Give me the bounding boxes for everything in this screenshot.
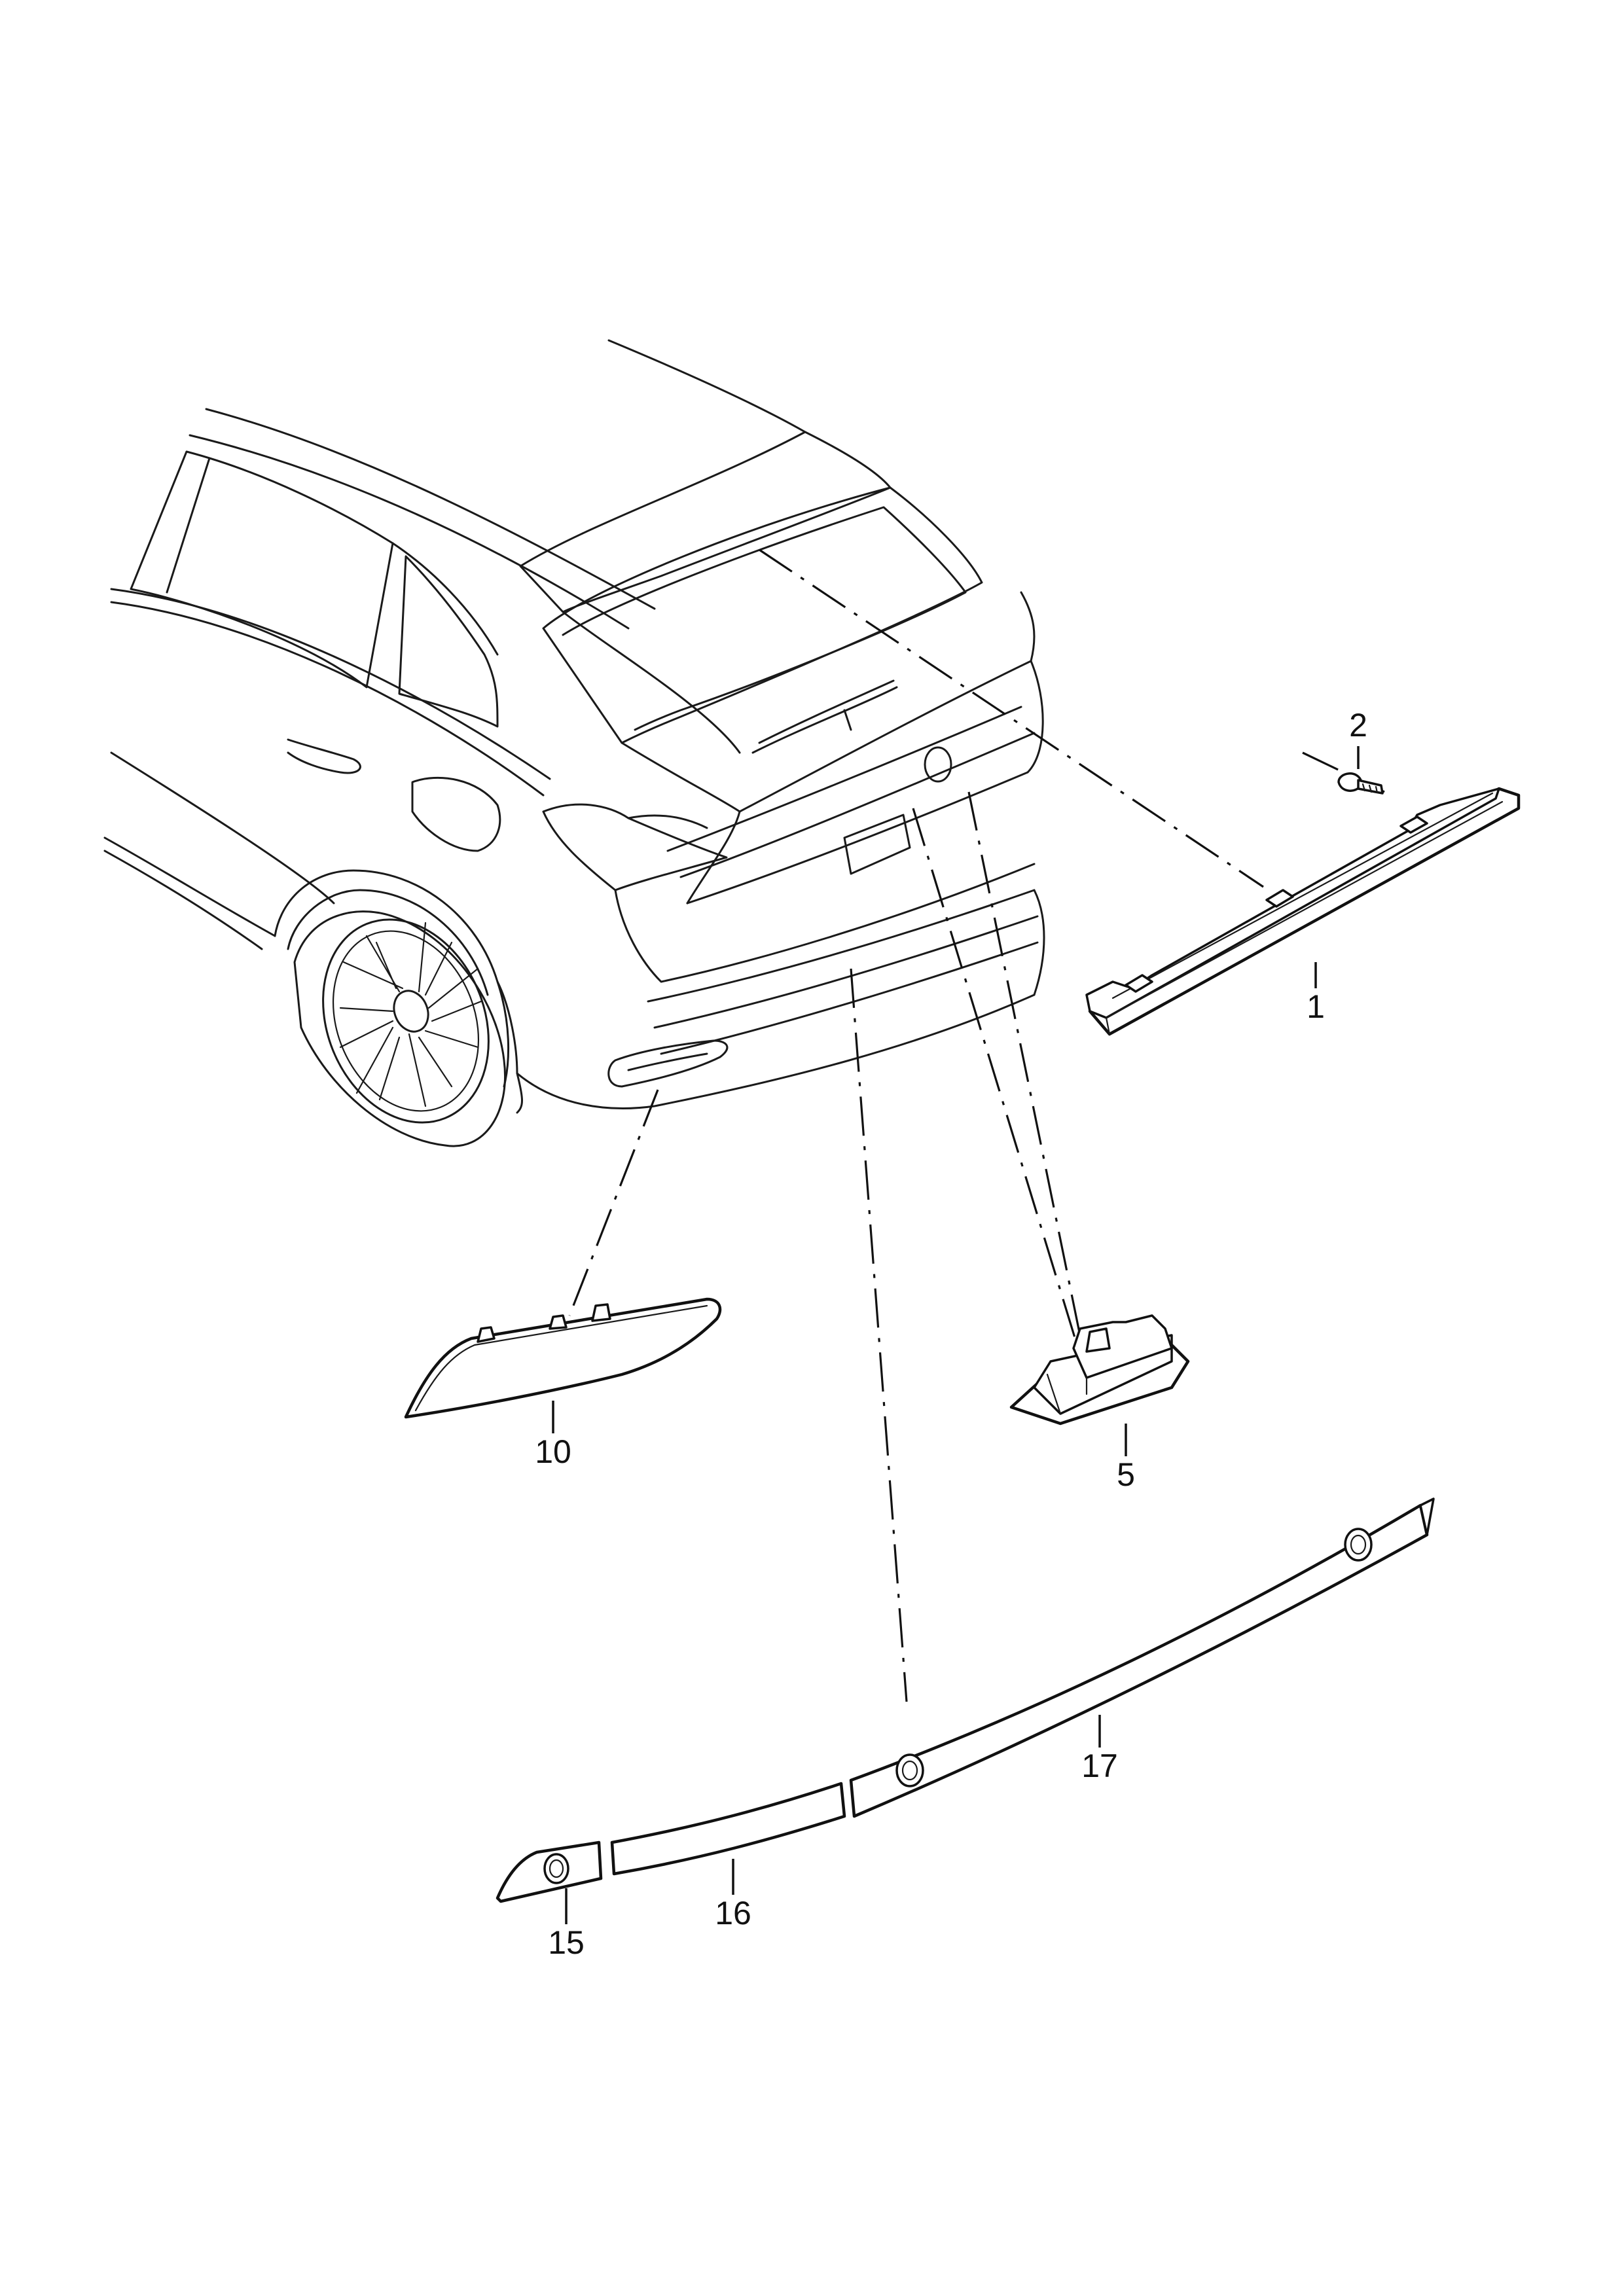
callout-16: 16 [715, 1895, 751, 1931]
part-2-screw [1337, 772, 1384, 795]
assembly-lines [568, 548, 1385, 1702]
callout-labels: 1 2 5 10 15 16 17 [535, 707, 1367, 1961]
part-17-trim-strip [849, 1498, 1435, 1818]
car-body-outline [103, 339, 1045, 1147]
callout-15: 15 [548, 1924, 585, 1961]
wheel-spokes [339, 922, 482, 1107]
part-16-trim-centre [610, 1782, 846, 1876]
part-15-trim-end [496, 1840, 603, 1903]
callout-2: 2 [1349, 707, 1367, 744]
part-5-license-plate-light [1009, 1314, 1190, 1426]
leader-lines [552, 746, 1360, 1924]
callout-5: 5 [1117, 1456, 1135, 1493]
callout-1: 1 [1307, 988, 1325, 1025]
callout-10: 10 [535, 1433, 571, 1470]
callout-17: 17 [1081, 1748, 1118, 1784]
part-1-brake-light [1085, 787, 1521, 1036]
part-10-reflector [404, 1297, 722, 1419]
